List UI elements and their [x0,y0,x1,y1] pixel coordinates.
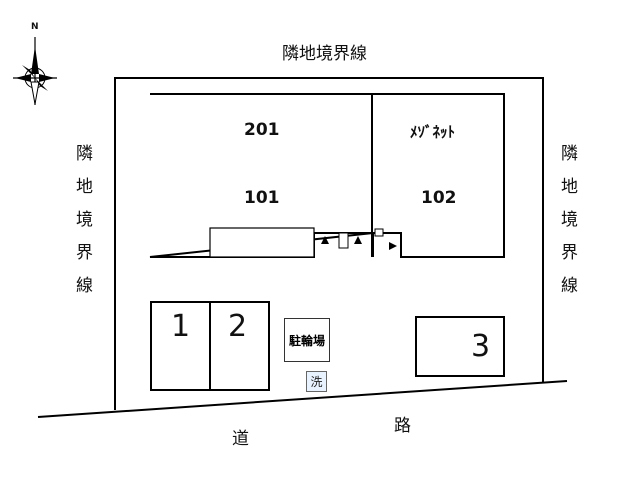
boundary-char: 地 [561,177,578,197]
unit-102-label: 102 [421,188,457,208]
unit-201-label: 201 [244,120,280,140]
building-outline [149,93,505,258]
boundary-char: 地 [76,177,93,197]
parking-slot-1-number: 1 [171,309,191,344]
compass-north-label: N [31,22,39,32]
road-label-char-2: 路 [394,416,411,436]
bicycle-parking-label: 駐輪場 [288,333,325,348]
maisonette-label: ﾒｿﾞﾈｯﾄ [410,123,456,141]
stair-door [338,232,349,249]
stair-up-arrow-icon [321,236,329,244]
boundary-char: 境 [561,210,578,230]
compass-rose-icon [13,37,57,105]
parking-slot-3-number: 3 [471,329,491,364]
entry-arrow-icon [389,242,397,250]
wash-area-badge: 洗 [306,371,327,392]
boundary-char: 界 [76,243,93,263]
boundary-char: 線 [561,276,578,296]
road-label-char-1: 道 [232,429,249,449]
bicycle-parking: 駐輪場 [284,318,330,362]
unit-101-label: 101 [244,188,280,208]
boundary-label-top: 隣地境界線 [282,44,367,64]
road-edge-line [37,380,568,418]
boundary-char: 線 [76,276,93,296]
meter-box [374,228,384,237]
boundary-char: 境 [76,210,93,230]
wash-area-label: 洗 [310,375,323,389]
boundary-char: 界 [561,243,578,263]
boundary-char: 隣 [76,144,93,164]
boundary-char: 隣 [561,144,578,164]
parking-slot-3 [415,316,505,377]
site-boundary [114,77,544,410]
parking-slot-2 [209,301,270,391]
boundary-label-left: 隣 地 境 界 線 [76,138,93,303]
entrance-porch [209,227,315,258]
boundary-label-right: 隣 地 境 界 線 [561,138,578,303]
stair-up-arrow-icon [354,236,362,244]
parking-slot-2-number: 2 [228,309,248,344]
